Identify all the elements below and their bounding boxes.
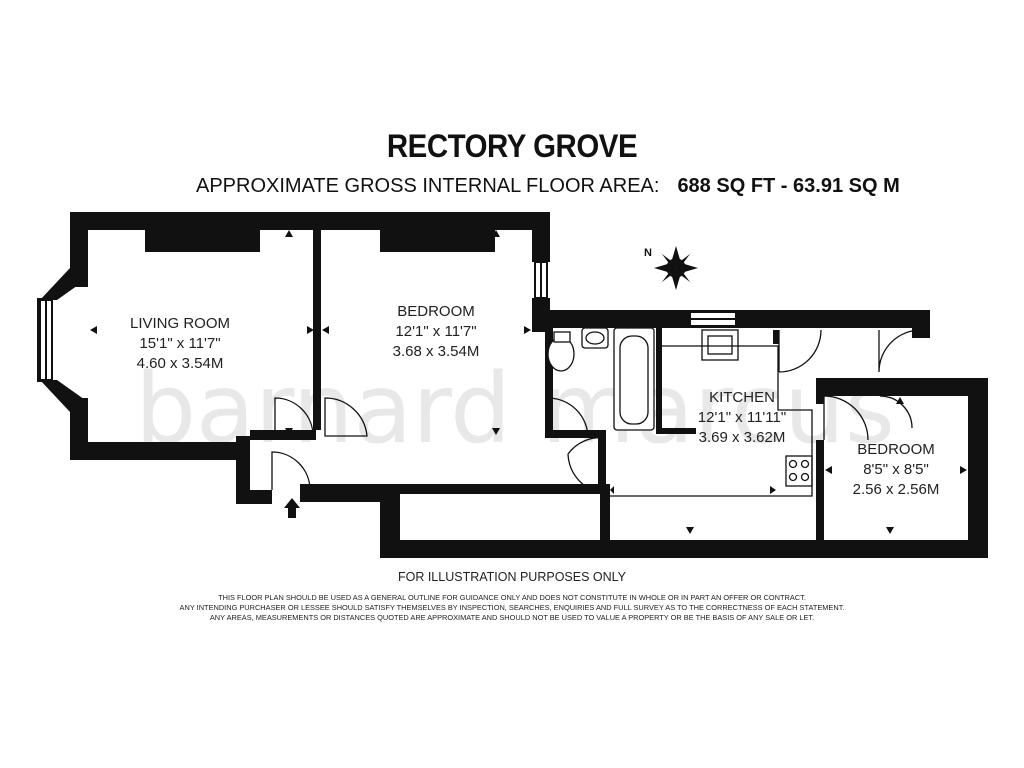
room-size-imperial: 12'1" x 11'11" (698, 409, 786, 426)
floor-area-label: APPROXIMATE GROSS INTERNAL FLOOR AREA: (196, 175, 660, 197)
compass-icon (654, 246, 698, 290)
floor-area-value: 688 SQ FT - 63.91 SQ M (677, 175, 900, 197)
disclaimer-line: THIS FLOOR PLAN SHOULD BE USED AS A GENE… (218, 593, 806, 602)
room-size-imperial: 15'1" x 11'7" (139, 335, 220, 352)
room-size-imperial: 8'5" x 8'5" (863, 461, 929, 478)
disclaimer-line: ANY AREAS, MEASUREMENTS OR DISTANCES QUO… (209, 613, 815, 622)
doors (271, 329, 922, 495)
floor-area-line: APPROXIMATE GROSS INTERNAL FLOOR AREA: 68… (196, 175, 900, 198)
room-name: KITCHEN (709, 389, 775, 406)
disclaimer-line: ANY INTENDING PURCHASER OR LESSEE SHOULD… (179, 603, 845, 612)
windows (39, 261, 737, 381)
illustration-note: FOR ILLUSTRATION PURPOSES ONLY (397, 570, 627, 584)
room-size-imperial: 12'1" x 11'7" (395, 323, 476, 340)
room-size-metric: 3.69 x 3.62M (699, 429, 786, 446)
room-size-metric: 3.68 x 3.54M (393, 343, 480, 360)
room-name: BEDROOM (857, 441, 935, 458)
room-bedroom-2: BEDROOM 8'5" x 8'5" 2.56 x 2.56M (853, 441, 940, 498)
room-size-metric: 2.56 x 2.56M (853, 481, 940, 498)
room-living-room: LIVING ROOM 15'1" x 11'7" 4.60 x 3.54M (130, 315, 230, 372)
watermark: barnard marcus (135, 353, 895, 465)
plan-title: RECTORY GROVE (386, 128, 638, 164)
room-bedroom-1: BEDROOM 12'1" x 11'7" 3.68 x 3.54M (393, 303, 480, 360)
walls (37, 212, 988, 558)
disclaimer: THIS FLOOR PLAN SHOULD BE USED AS A GENE… (0, 593, 1024, 623)
entrance-arrow-icon (284, 498, 300, 518)
compass-label: N (644, 247, 652, 259)
fittings (547, 327, 813, 497)
dimension-markers (90, 230, 967, 534)
room-name: LIVING ROOM (130, 315, 230, 332)
room-kitchen: KITCHEN 12'1" x 11'11" 3.69 x 3.62M (698, 389, 786, 446)
room-name: BEDROOM (397, 303, 475, 320)
room-size-metric: 4.60 x 3.54M (137, 355, 224, 372)
